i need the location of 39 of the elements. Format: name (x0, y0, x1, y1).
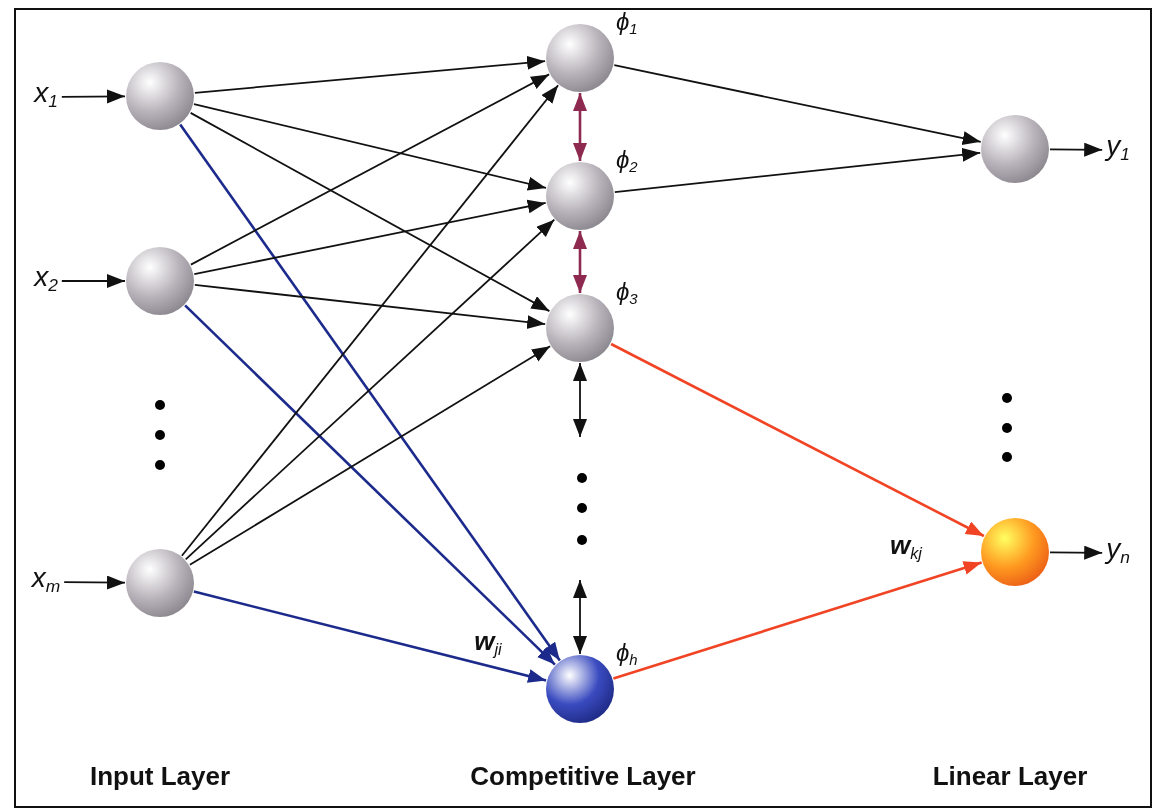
node-label: ϕ$_{h}$ (616, 639, 638, 671)
arrow (189, 345, 551, 566)
arrow (60, 89, 126, 104)
arrow (193, 199, 547, 275)
weight-label: w$_{ji}$ (474, 625, 502, 659)
arrow (613, 561, 982, 680)
arrow (193, 284, 547, 330)
arrow (194, 55, 546, 94)
arrow (193, 103, 547, 191)
arrow (613, 64, 982, 145)
layer-title: Input Layer (89, 760, 231, 792)
variable-label: x$_{m}$ (31, 561, 61, 603)
node-label: ϕ$_{3}$ (616, 278, 638, 310)
arrow (1049, 142, 1104, 157)
arrow (60, 274, 126, 288)
layer-title: Linear Layer (932, 760, 1088, 792)
arrow (189, 112, 551, 312)
variable-label: y$_{n}$ (1106, 532, 1130, 574)
arrow (613, 147, 982, 194)
arrow (190, 73, 550, 266)
layer-title: Competitive Layer (470, 760, 696, 792)
arrow (184, 218, 556, 561)
variable-label: x$_{1}$ (34, 76, 58, 118)
arrow (184, 304, 556, 666)
arrow (181, 84, 559, 557)
arrow (63, 575, 126, 590)
arrow (573, 579, 587, 655)
arrow (610, 342, 985, 538)
node-label: ϕ$_{2}$ (616, 146, 638, 178)
arrow (1049, 545, 1104, 560)
arrow (573, 362, 587, 438)
variable-label: x$_{2}$ (34, 260, 58, 302)
node-label: ϕ$_{1}$ (616, 8, 638, 40)
arrow (179, 123, 561, 662)
variable-label: y$_{1}$ (1106, 129, 1130, 171)
weight-label: w$_{kj}$ (890, 529, 922, 563)
arrow (193, 590, 547, 683)
arrow (573, 93, 587, 161)
arrow (573, 231, 587, 293)
